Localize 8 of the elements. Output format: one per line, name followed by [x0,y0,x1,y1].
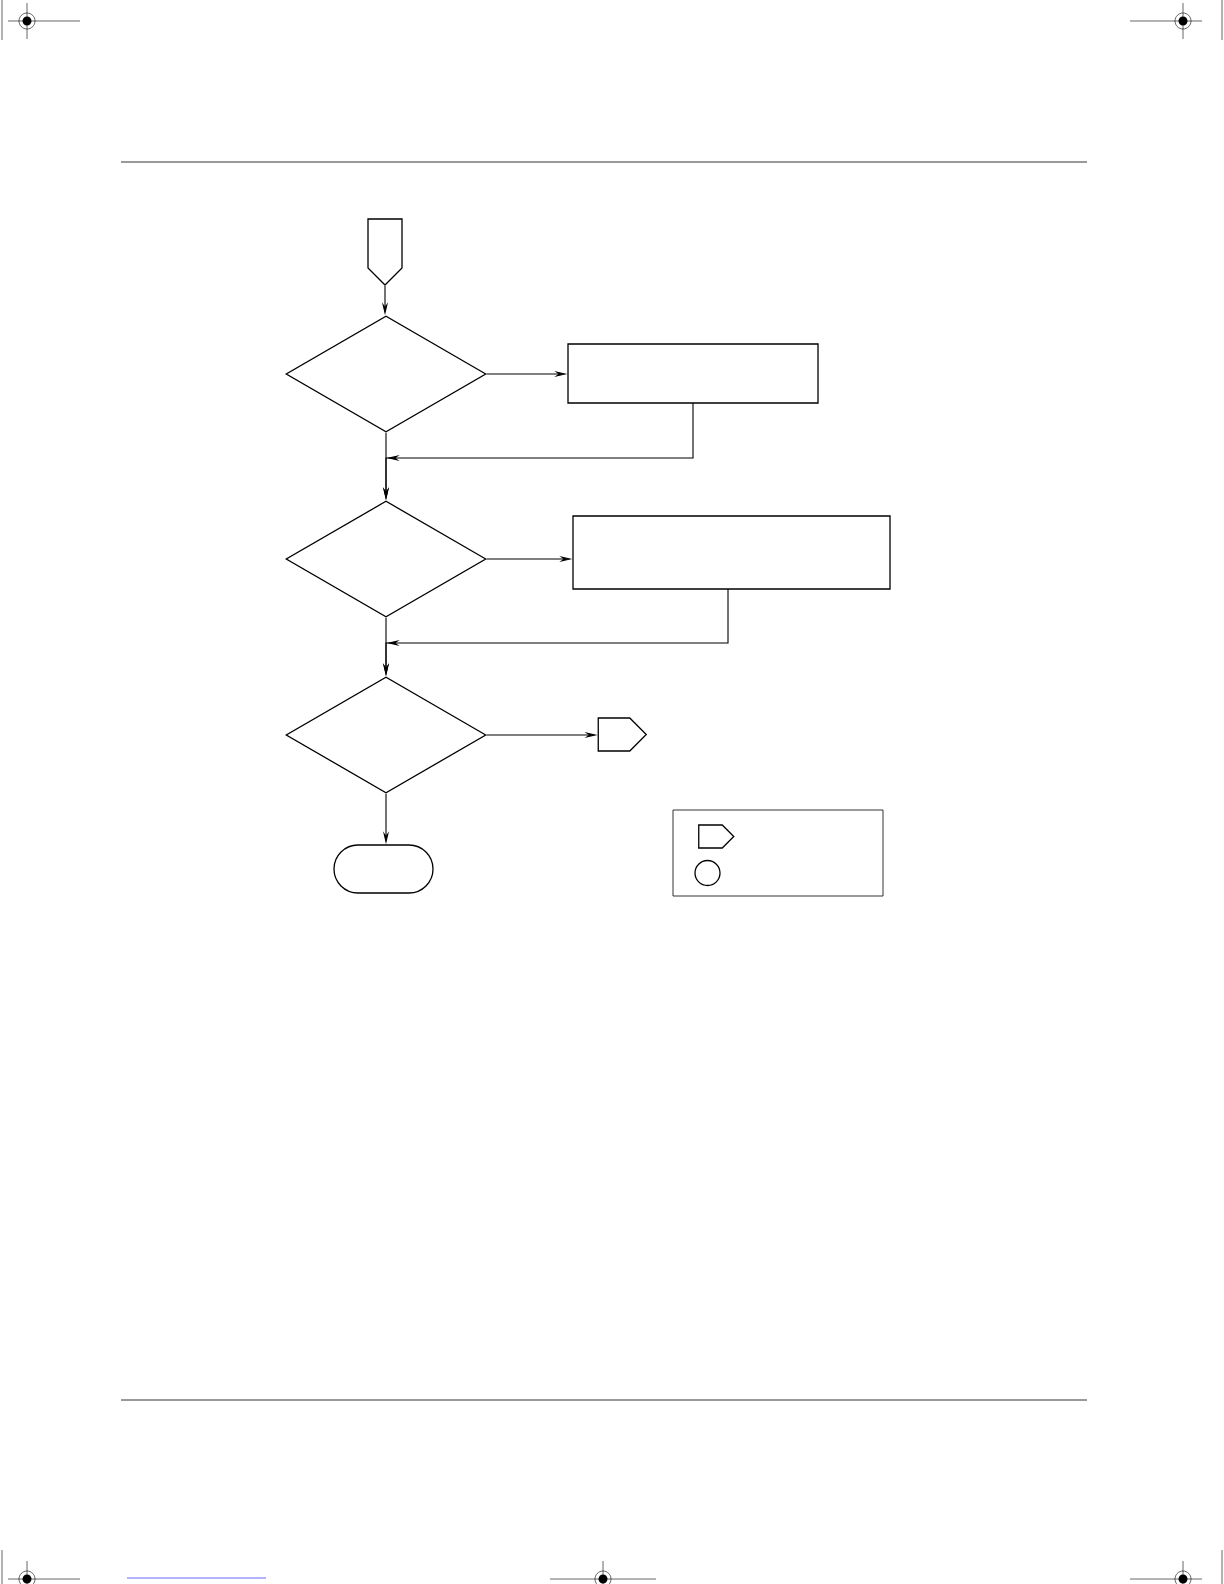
legend-box [672,809,884,897]
connector-symbol [367,218,403,286]
process-box [572,515,891,590]
connector-symbol [597,717,648,752]
circle-symbol [694,859,721,887]
connector-symbol [698,824,735,849]
process-box [567,343,819,404]
terminator-symbol [333,844,434,894]
